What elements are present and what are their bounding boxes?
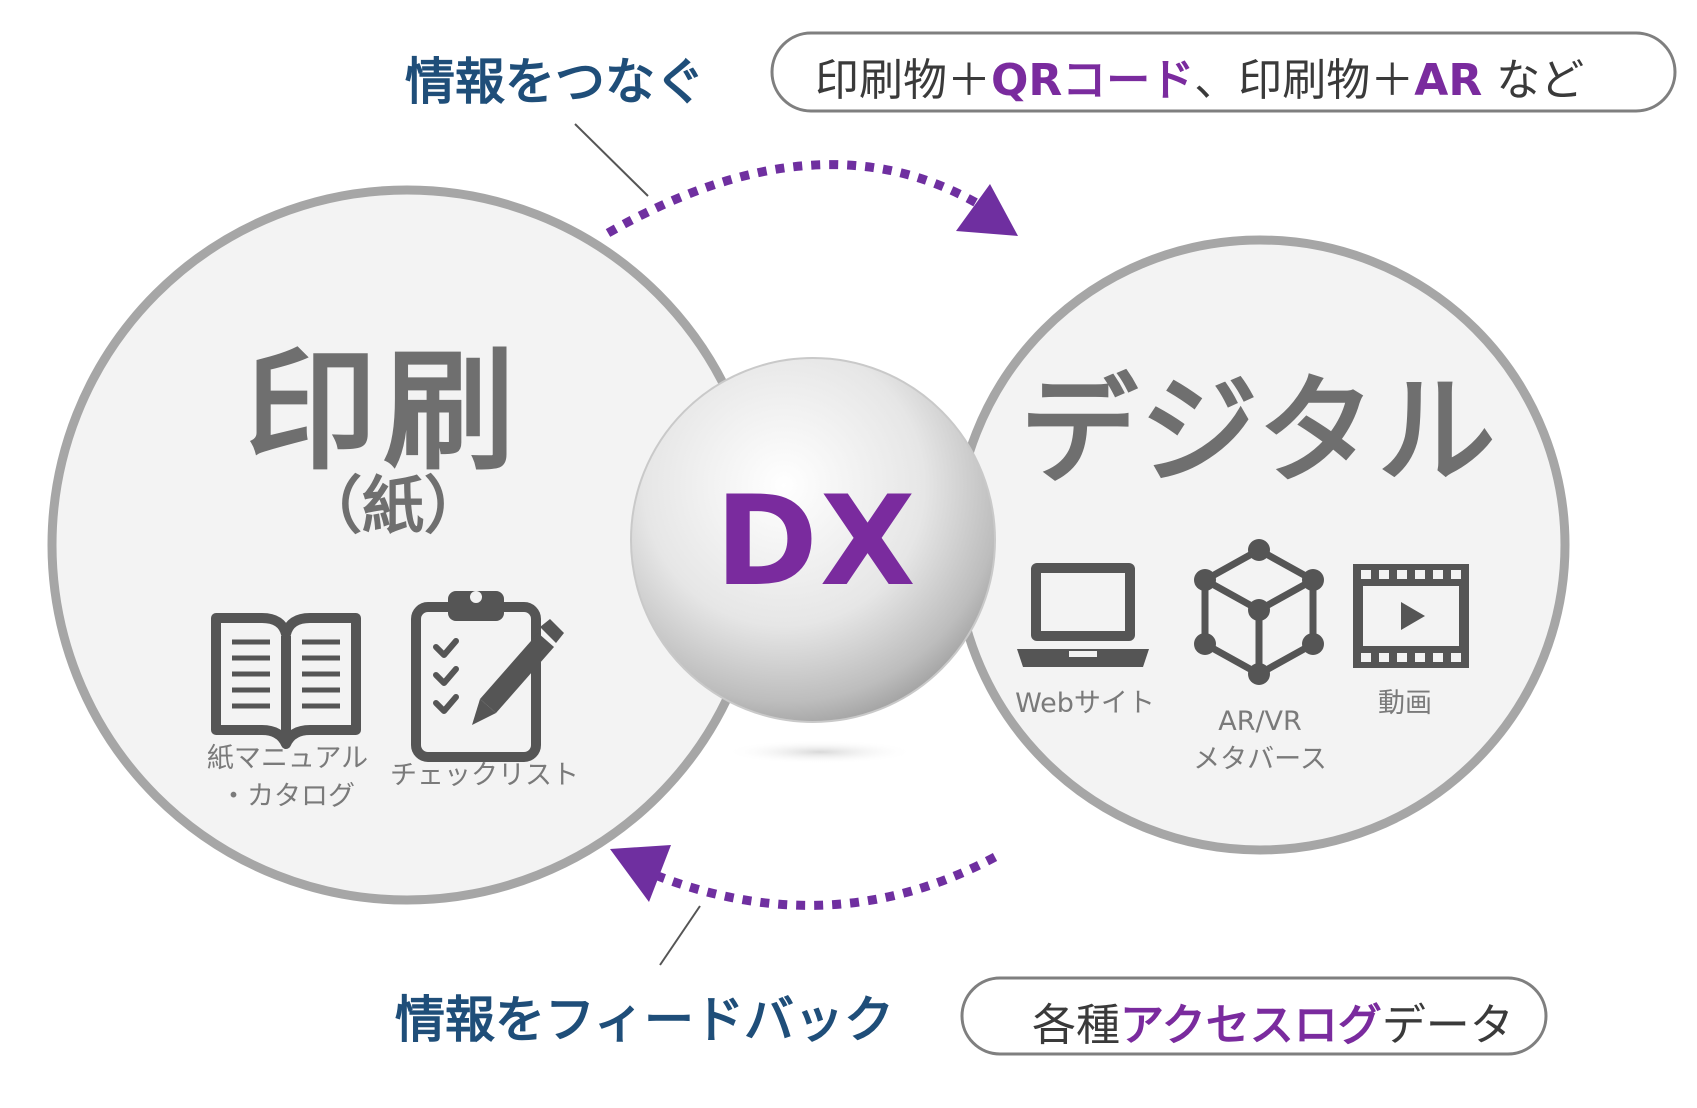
connect-example-part2: 、印刷物＋ [1194, 55, 1415, 106]
print-subtitle: （紙） [300, 469, 487, 542]
open-book-icon [211, 613, 361, 749]
laptop-icon-label: Webサイト [1010, 685, 1160, 723]
feedback-example-part1: 各種 [1032, 1000, 1120, 1051]
feedback-arrowhead [610, 845, 671, 902]
film-icon-label: 動画 [1340, 685, 1470, 723]
book-icon-label: 紙マニュアル ・カタログ [200, 740, 375, 816]
cube-label-line1: AR/VR [1218, 706, 1302, 737]
laptop-label-line1: Webサイト [1015, 688, 1155, 719]
feedback-heading: 情報をフィードバック [395, 991, 894, 1049]
feedback-arrow [648, 853, 998, 910]
book-label-line2: ・カタログ [220, 781, 355, 812]
dx-shadow [725, 740, 915, 764]
connect-example-part1: 印刷物＋ [815, 55, 991, 106]
cube-network-icon [1194, 539, 1324, 685]
connect-arrow [605, 160, 983, 237]
connect-heading: 情報をつなぐ [405, 53, 705, 111]
cube-icon-label: AR/VR メタバース [1185, 703, 1335, 779]
connect-arrowhead [956, 184, 1018, 236]
dx-label: DX [715, 470, 918, 614]
connect-example: 印刷物＋QRコード、印刷物＋AR など [815, 44, 1584, 108]
connect-example-qr: QRコード [991, 55, 1195, 106]
bottom-connector-line [659, 905, 701, 966]
film-play-icon [1353, 564, 1469, 668]
book-label-line1: 紙マニュアル [206, 743, 369, 774]
connect-example-part3: など [1482, 55, 1585, 106]
print-title: 印刷 [245, 335, 521, 489]
feedback-example: 各種アクセスログデータ [1032, 989, 1514, 1053]
checklist-label-line1: チェックリスト [390, 760, 579, 791]
cube-label-line2: メタバース [1193, 744, 1327, 775]
connect-example-ar: AR [1414, 55, 1483, 106]
top-connector-line [574, 123, 649, 197]
digital-title: デジタル [1020, 362, 1498, 500]
feedback-example-part2: データ [1381, 1000, 1514, 1051]
laptop-icon [1017, 563, 1149, 667]
checklist-icon-label: チェックリスト [390, 757, 579, 795]
feedback-example-accesslog: アクセスログ [1120, 1000, 1382, 1051]
film-label-line1: 動画 [1378, 688, 1432, 719]
dx-button [630, 357, 996, 723]
clipboard-checklist-icon [411, 591, 564, 762]
top-example-pill [770, 31, 1677, 113]
bottom-example-pill [960, 976, 1548, 1056]
